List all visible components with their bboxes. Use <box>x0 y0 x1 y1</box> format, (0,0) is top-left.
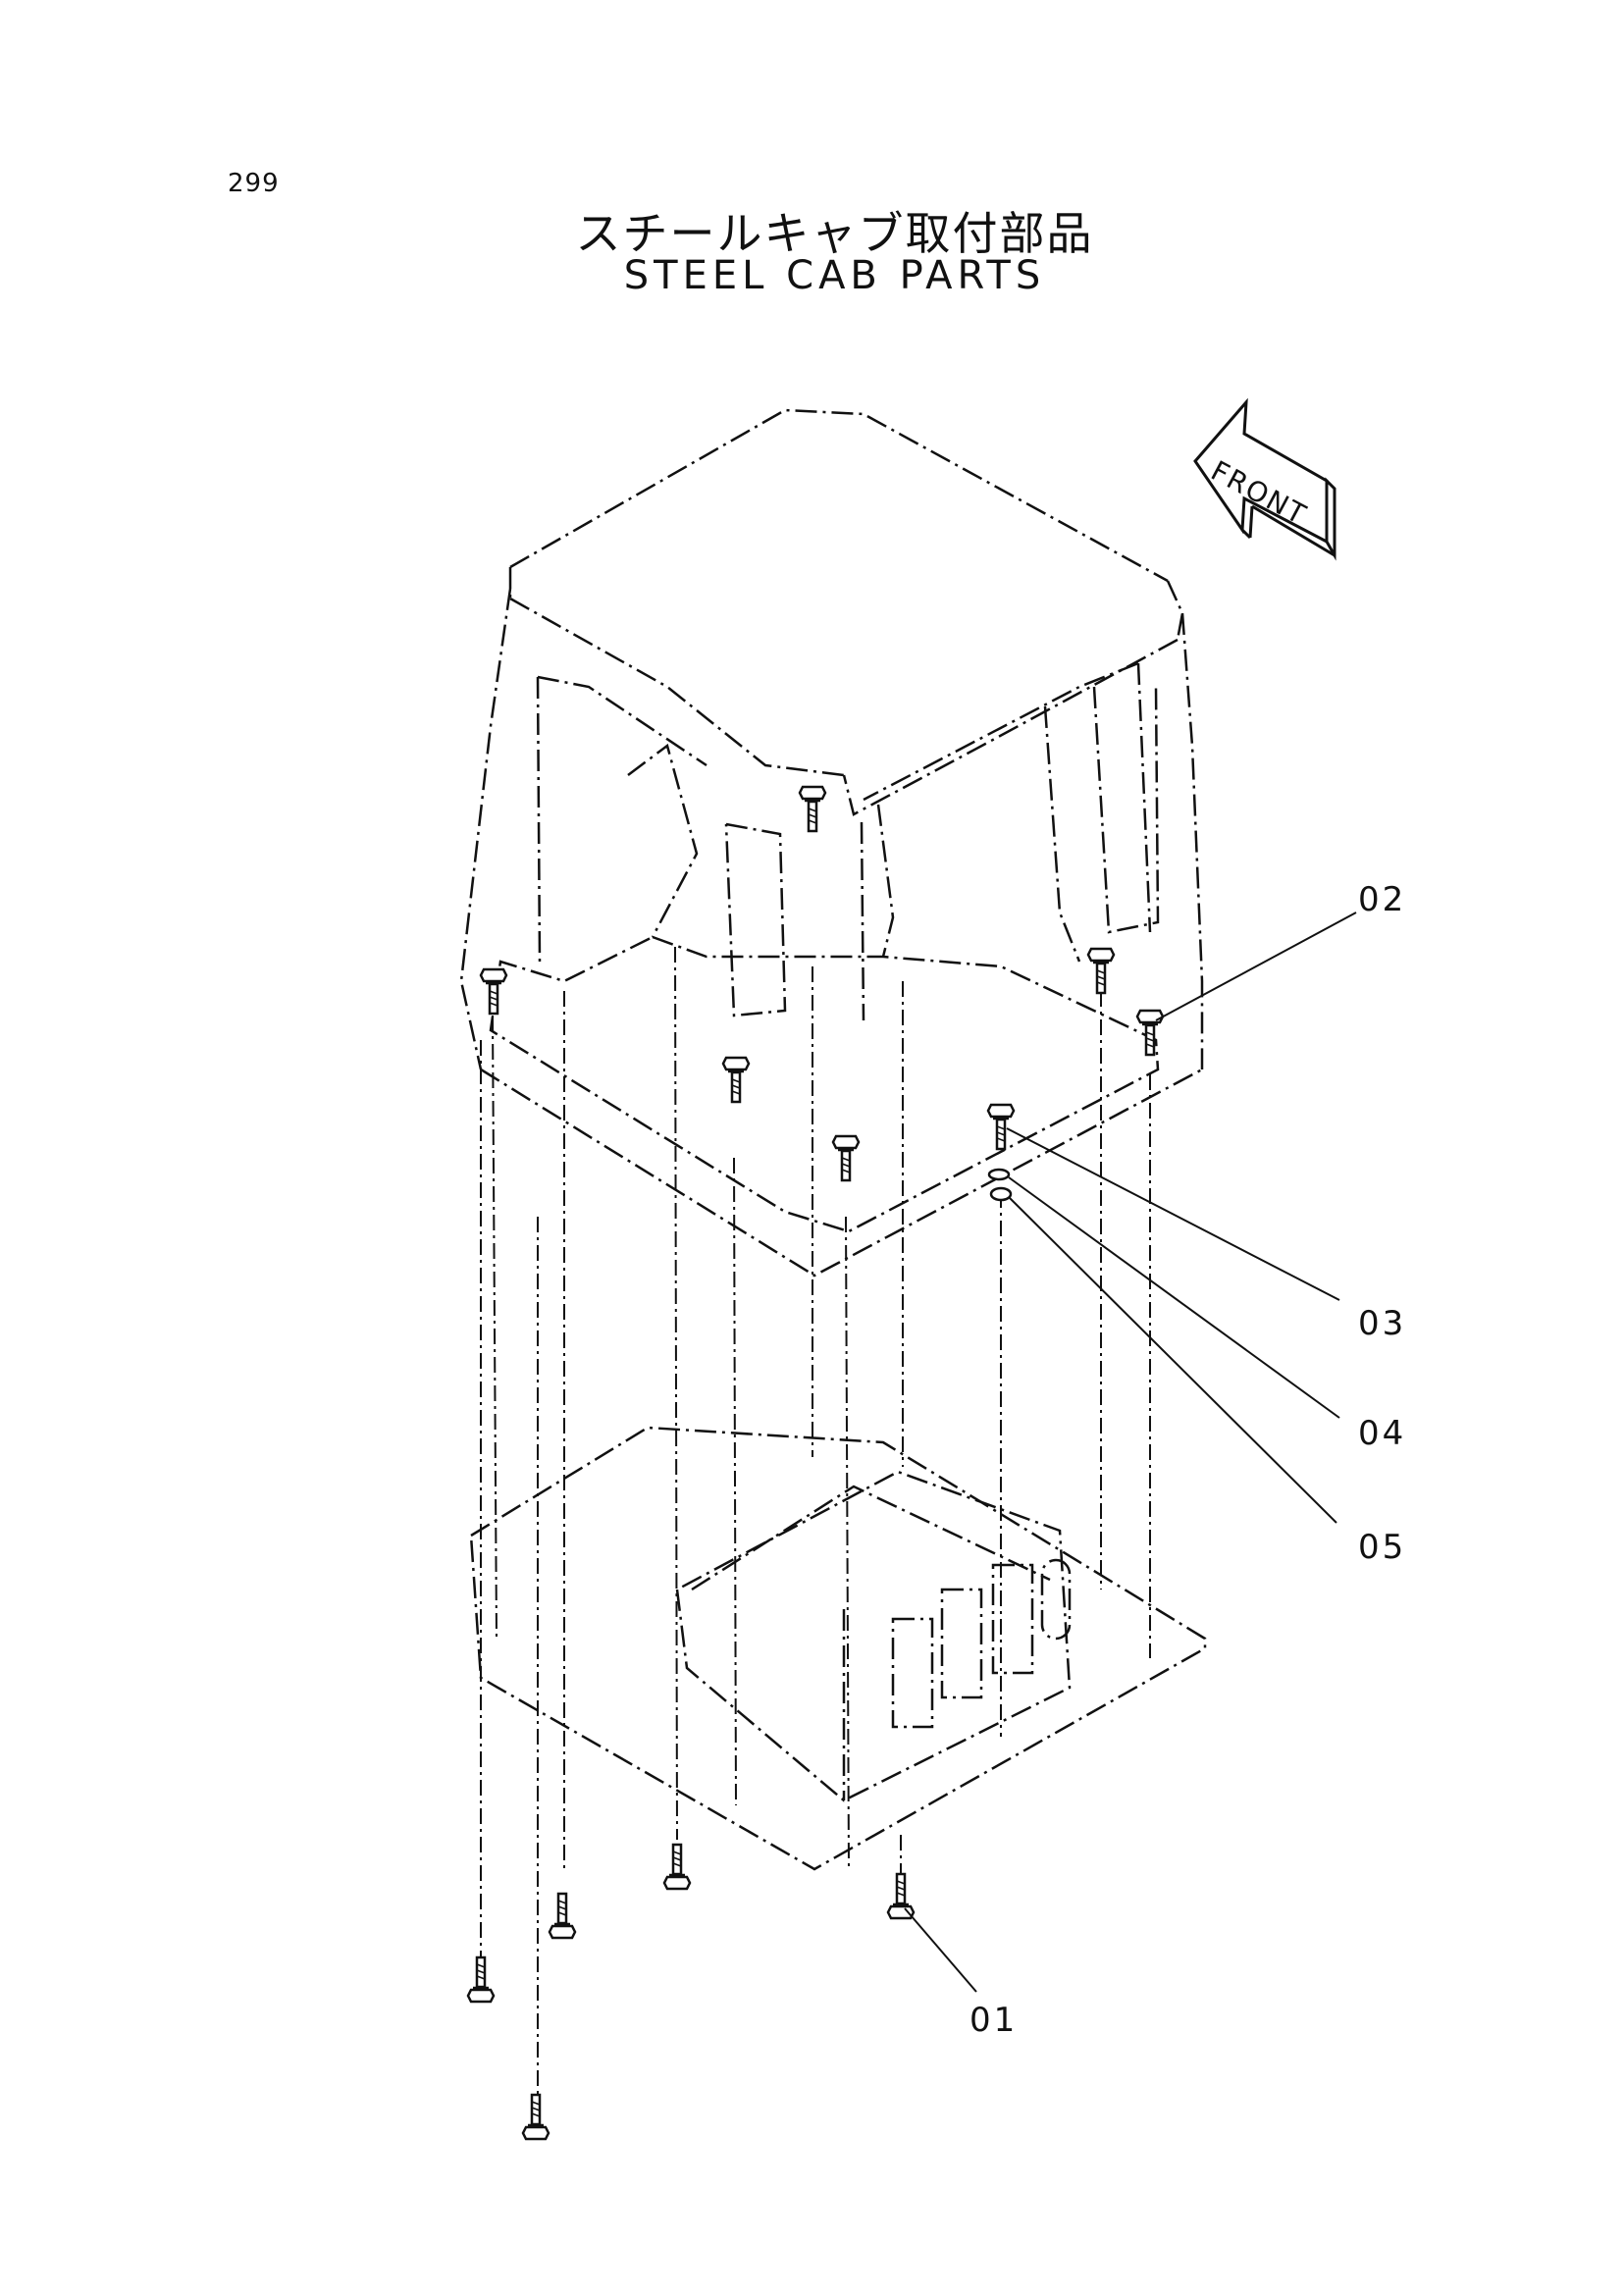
front-arrow-icon: FRONT <box>1193 397 1336 561</box>
callout-01: 01 <box>969 2001 1018 2040</box>
bolts <box>466 785 1165 2141</box>
title-english: STEEL CAB PARTS <box>623 253 1046 298</box>
callout-02: 02 <box>1358 880 1406 919</box>
floor-frame <box>469 1426 1207 1871</box>
washers <box>987 1168 1013 1202</box>
leader-lines <box>904 912 1357 1993</box>
callout-04: 04 <box>1358 1414 1406 1453</box>
title-japanese: スチールキャブ取付部品 <box>575 207 1094 260</box>
callout-05: 05 <box>1358 1528 1406 1567</box>
page-number: 299 <box>228 169 280 198</box>
callout-03: 03 <box>1358 1304 1406 1343</box>
alignment-lines <box>480 946 1151 2100</box>
steel-cab-body <box>459 408 1204 1277</box>
